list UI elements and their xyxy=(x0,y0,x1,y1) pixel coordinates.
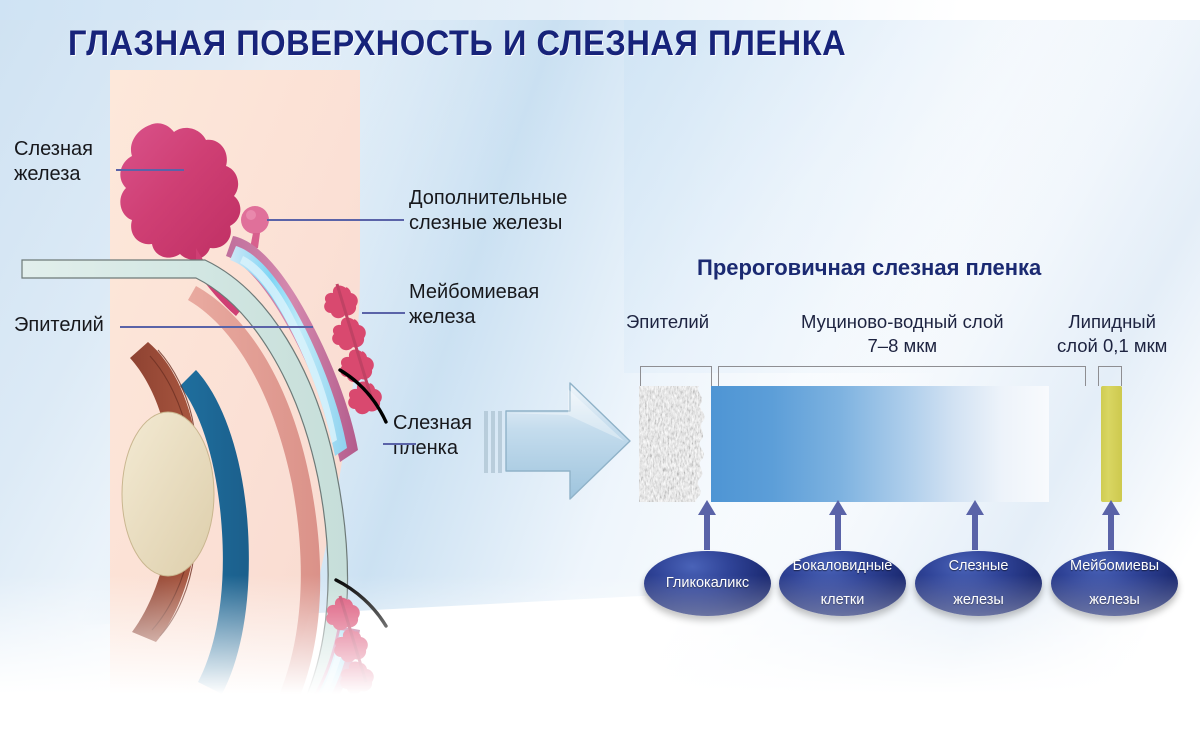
page-title: ГЛАЗНАЯ ПОВЕРХНОСТЬ И СЛЕЗНАЯ ПЛЕНКА xyxy=(68,24,847,63)
leader-lacrimal-gland xyxy=(116,169,184,171)
label-accessory-glands: Дополнительные слезные железы xyxy=(409,186,567,236)
layer-caption-mucin-aqueous-line2: 7–8 мкм xyxy=(867,335,938,356)
transition-arrow xyxy=(478,375,638,512)
arrow-up-lacrimal-glands xyxy=(965,500,985,555)
label-tear-film-line1: Слезная xyxy=(393,412,472,434)
layer-caption-lipid-line2: слой 0,1 мкм xyxy=(1057,335,1168,356)
label-lacrimal-gland-line2: железа xyxy=(14,163,81,185)
callout-lacrimal-glands[interactable]: Слезные железы xyxy=(915,551,1042,616)
bracket-mucin-aqueous xyxy=(718,366,1086,386)
leader-accessory-glands xyxy=(267,219,404,221)
leader-epithelium xyxy=(120,326,313,328)
callout-meibomian-glands-line2: железы xyxy=(1089,592,1140,608)
label-lacrimal-gland-line1: Слезная xyxy=(14,138,93,160)
label-accessory-glands-line2: слезные железы xyxy=(409,212,563,234)
leader-meibomian-gland xyxy=(362,312,405,314)
layer-caption-epithelium: Эпителий xyxy=(626,310,709,334)
callout-lacrimal-glands-text: Слезные железы xyxy=(941,558,1017,609)
mucin-aqueous-layer-block xyxy=(711,386,1049,502)
panel-title: Прероговичная слезная пленка xyxy=(697,255,1042,280)
epithelium-texture-block xyxy=(639,386,714,502)
arrow-up-goblet-cells xyxy=(828,500,848,555)
tear-film-cross-section xyxy=(639,386,1122,502)
callout-glycocalyx[interactable]: Гликокаликс xyxy=(644,551,771,616)
label-lacrimal-gland: Слезная железа xyxy=(14,137,93,187)
callout-lacrimal-glands-line2: железы xyxy=(953,592,1004,608)
bracket-lipid xyxy=(1098,366,1122,386)
callout-lacrimal-glands-line1: Слезные xyxy=(948,558,1009,574)
layer-caption-mucin-aqueous: Муциново-водный слой 7–8 мкм xyxy=(801,310,1004,358)
label-meibomian-gland-line1: Мейбомиевая xyxy=(409,281,540,303)
arrow-up-meibomian-glands xyxy=(1101,500,1121,555)
bracket-epithelium xyxy=(640,366,712,386)
callout-goblet-cells[interactable]: Бокаловидные клетки xyxy=(779,551,906,616)
label-tear-film: Слезная пленка xyxy=(393,411,472,461)
arrow-up-glycocalyx xyxy=(697,500,717,555)
lipid-layer-block xyxy=(1101,386,1122,502)
callout-meibomian-glands-text: Мейбомиевы железы xyxy=(1062,558,1167,609)
callout-goblet-cells-line2: клетки xyxy=(820,592,865,608)
accessory-gland-shape xyxy=(241,206,269,248)
callout-meibomian-glands-line1: Мейбомиевы xyxy=(1069,558,1160,574)
layer-caption-lipid: Липидный слой 0,1 мкм xyxy=(1057,310,1167,358)
callout-meibomian-glands[interactable]: Мейбомиевы железы xyxy=(1051,551,1178,616)
layer-caption-mucin-aqueous-line1: Муциново-водный слой xyxy=(801,311,1004,332)
callout-goblet-cells-text: Бокаловидные клетки xyxy=(785,558,901,609)
label-epithelium-text: Эпителий xyxy=(14,314,104,336)
callout-goblet-cells-line1: Бокаловидные xyxy=(792,558,893,574)
layer-caption-epithelium-line1: Эпителий xyxy=(626,311,710,332)
label-epithelium: Эпителий xyxy=(14,313,104,338)
layer-caption-lipid-line1: Липидный xyxy=(1068,311,1156,332)
callout-glycocalyx-label: Гликокаликс xyxy=(665,575,750,591)
label-tear-film-line2: пленка xyxy=(393,437,458,459)
label-accessory-glands-line1: Дополнительные xyxy=(409,187,568,209)
leader-tear-film xyxy=(383,443,416,445)
label-meibomian-gland: Мейбомиевая железа xyxy=(409,280,539,330)
label-meibomian-gland-line2: железа xyxy=(409,306,476,328)
